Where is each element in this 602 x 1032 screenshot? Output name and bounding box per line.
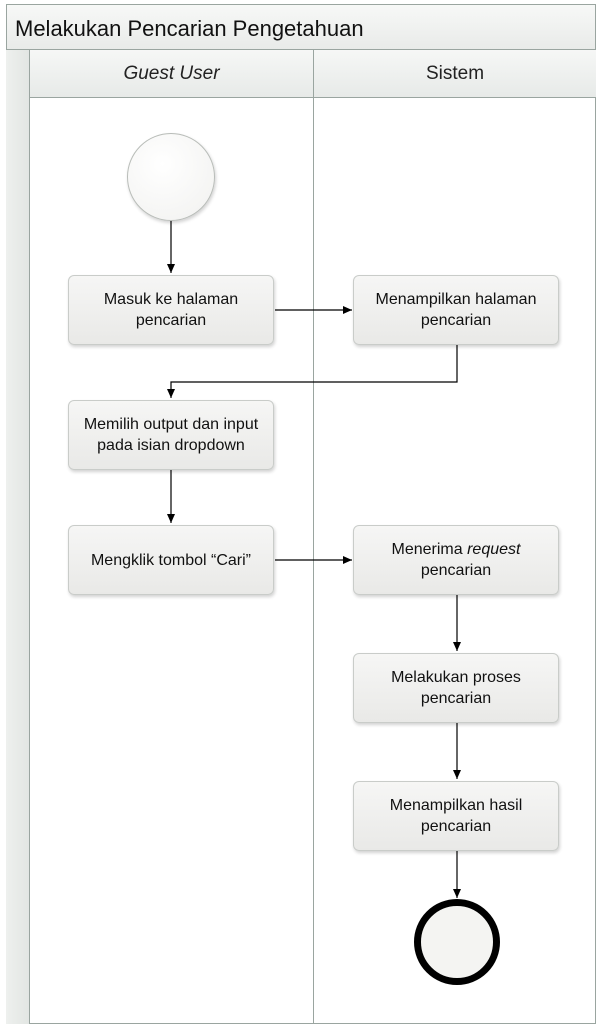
action-menerima-request: Menerima request pencarian [353,525,559,595]
action-melakukan-proses-pencarian: Melakukan proses pencarian [353,653,559,723]
final-node [414,899,500,985]
initial-node [127,133,215,221]
action-label: Masuk ke halaman pencarian [103,291,239,329]
lane-header-sistem: Sistem [313,50,596,98]
lane-header-guest-user: Guest User [30,50,313,98]
action-label-prefix: Menerima [391,541,468,558]
lane-divider [313,98,314,1024]
diagram-title: Melakukan Pencarian Pengetahuan [15,16,364,41]
diagram-title-bar: Melakukan Pencarian Pengetahuan [6,4,596,50]
diagram-frame [6,4,596,1024]
action-label: Menampilkan halaman pencarian [375,291,537,329]
action-memilih-output-input: Memilih output dan input pada isian drop… [68,400,274,470]
lane-label-sistem: Sistem [425,62,485,84]
action-mengklik-tombol-cari: Mengklik tombol “Cari” [68,525,274,595]
action-menampilkan-halaman-pencarian: Menampilkan halaman pencarian [353,275,559,345]
action-label: Mengklik tombol “Cari” [90,551,252,569]
action-label: Memilih output dan input pada isian drop… [83,416,259,454]
lane-label-guest-user: Guest User [123,62,220,84]
action-label: Melakukan proses pencarian [391,669,521,707]
action-label: Menampilkan hasil pencarian [389,797,523,835]
action-label: Menerima request pencarian [392,539,521,581]
action-masuk-halaman-pencarian: Masuk ke halaman pencarian [68,275,274,345]
flow-menampilkan-halaman-to-memilih [167,345,458,398]
action-menampilkan-hasil-pencarian: Menampilkan hasil pencarian [353,781,559,851]
action-label-italic: request [467,541,521,558]
pool-side-strip [6,50,30,1024]
action-label-suffix: pencarian [420,562,492,579]
